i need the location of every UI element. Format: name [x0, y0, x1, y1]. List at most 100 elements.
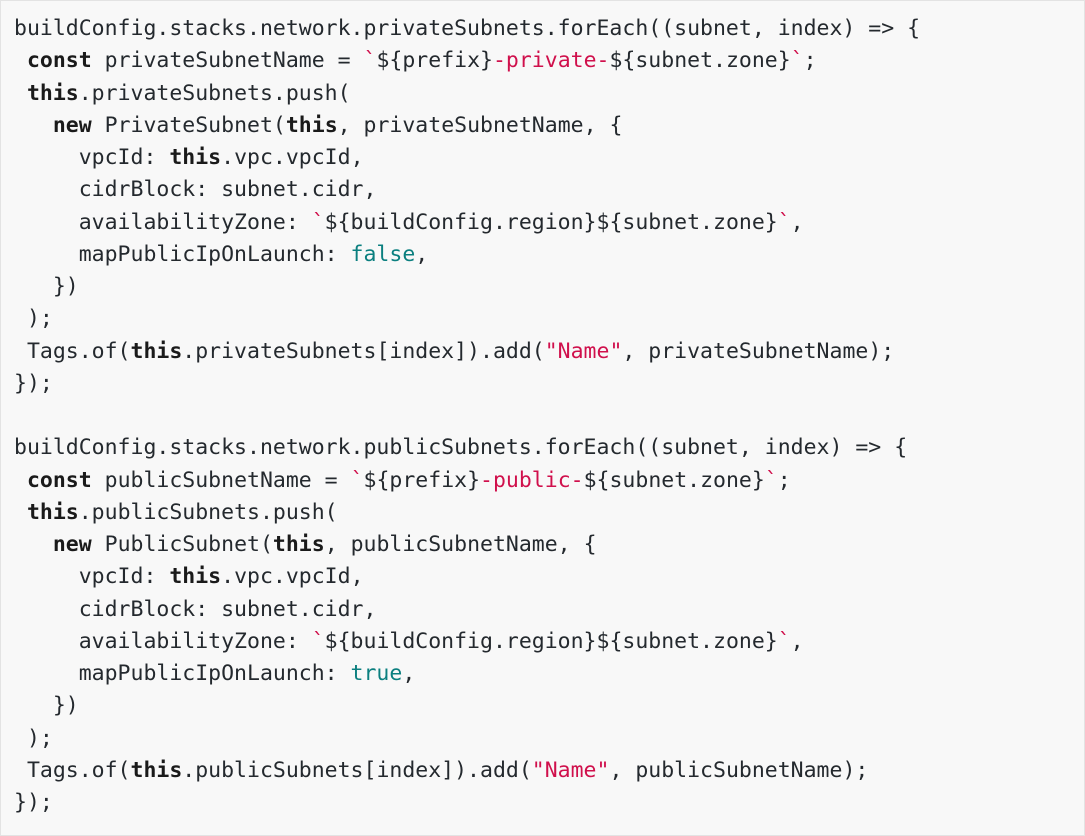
code-text: availabilityZone:: [14, 628, 312, 654]
code-string: -public-: [480, 467, 584, 493]
code-keyword: this: [285, 112, 338, 138]
code-keyword: const: [26, 467, 92, 493]
code-text: ;: [777, 467, 791, 493]
code-string: "Name": [531, 757, 610, 783]
code-line: Tags.of(this.privateSubnets[index]).add(…: [14, 336, 1084, 368]
code-line: Tags.of(this.publicSubnets[index]).add("…: [14, 755, 1084, 787]
code-text: ;: [803, 48, 817, 74]
code-text: publicSubnetName =: [91, 467, 351, 493]
code-text: .vpc.vpcId,: [221, 564, 364, 590]
code-line: vpcId: this.vpc.vpcId,: [14, 142, 1084, 174]
code-keyword: this: [169, 564, 222, 590]
code-text: mapPublicIpOnLaunch:: [14, 661, 351, 686]
code-string: `: [363, 48, 377, 74]
code-text: ${prefix}: [376, 48, 493, 74]
code-text: [14, 532, 53, 557]
code-text: PublicSubnet(: [91, 532, 273, 557]
code-text: ${subnet.zone}: [583, 467, 765, 493]
code-text: .publicSubnets.push(: [78, 499, 338, 525]
code-line: new PrivateSubnet(this, privateSubnetNam…: [14, 110, 1084, 142]
code-line: mapPublicIpOnLaunch: true,: [14, 658, 1084, 690]
code-string: `: [790, 48, 804, 74]
code-line: const privateSubnetName = `${prefix}-pri…: [14, 45, 1084, 77]
code-text: , privateSubnetName);: [622, 338, 895, 364]
code-text: cidrBlock: subnet.cidr,: [14, 596, 377, 622]
code-keyword: new: [52, 532, 92, 557]
code-text: }): [14, 274, 79, 299]
code-text: [14, 500, 27, 525]
code-boolean: true: [350, 661, 403, 686]
code-keyword: this: [130, 338, 183, 364]
code-text: ${subnet.zone}: [609, 48, 791, 74]
code-text: ${buildConfig.region}${subnet.zone}: [324, 209, 778, 235]
code-line: new PublicSubnet(this, publicSubnetName,…: [14, 529, 1084, 561]
code-keyword: this: [130, 757, 183, 783]
code-text: vpcId:: [14, 564, 170, 590]
code-line: this.privateSubnets.push(: [14, 78, 1084, 110]
code-text: ,: [415, 241, 429, 267]
code-line: vpcId: this.vpc.vpcId,: [14, 561, 1084, 593]
code-text: .privateSubnets[index]).add(: [182, 338, 545, 364]
code-string: `: [350, 467, 364, 493]
code-text: });: [14, 370, 53, 396]
code-text: );: [14, 725, 53, 751]
code-text: cidrBlock: subnet.cidr,: [14, 177, 377, 203]
code-line: mapPublicIpOnLaunch: false,: [14, 239, 1084, 271]
code-line: }): [14, 690, 1084, 722]
code-text: .vpc.vpcId,: [221, 145, 364, 170]
code-text: Tags.of(: [14, 757, 131, 783]
code-text: .privateSubnets.push(: [78, 80, 351, 106]
code-text: [14, 81, 27, 106]
code-line: cidrBlock: subnet.cidr,: [14, 594, 1084, 626]
code-string: "Name": [544, 338, 623, 364]
code-string: -private-: [492, 48, 610, 74]
code-line: });: [14, 368, 1084, 400]
code-text: ,: [790, 209, 804, 235]
code-line: buildConfig.stacks.network.publicSubnets…: [14, 432, 1084, 464]
code-text: mapPublicIpOnLaunch:: [14, 241, 351, 267]
code-text: ,: [790, 628, 804, 654]
code-text: buildConfig.stacks.network.publicSubnets…: [14, 435, 908, 461]
code-text: );: [14, 306, 53, 332]
code-line: availabilityZone: `${buildConfig.region}…: [14, 207, 1084, 239]
code-text: });: [14, 790, 53, 815]
code-text: ${buildConfig.region}${subnet.zone}: [324, 628, 778, 654]
code-boolean: false: [350, 241, 416, 267]
code-line: const publicSubnetName = `${prefix}-publ…: [14, 465, 1084, 497]
code-keyword: const: [26, 48, 92, 74]
code-text: , privateSubnetName, {: [337, 112, 623, 138]
code-line: );: [14, 303, 1084, 335]
code-line: }): [14, 271, 1084, 303]
code-text: [14, 113, 53, 138]
code-line: this.publicSubnets.push(: [14, 497, 1084, 529]
code-text: Tags.of(: [14, 338, 131, 364]
code-string: `: [777, 628, 791, 654]
code-text: vpcId:: [14, 145, 170, 170]
code-text: , publicSubnetName, {: [324, 532, 597, 557]
code-line: [14, 400, 1084, 432]
code-line: cidrBlock: subnet.cidr,: [14, 174, 1084, 206]
code-line: );: [14, 723, 1084, 755]
code-line: });: [14, 787, 1084, 819]
code-text: [14, 468, 27, 493]
code-text: availabilityZone:: [14, 209, 312, 235]
code-keyword: new: [52, 112, 92, 138]
code-string: `: [764, 467, 778, 493]
code-text: .publicSubnets[index]).add(: [182, 757, 532, 783]
code-text: buildConfig.stacks.network.privateSubnet…: [14, 16, 921, 41]
code-string: `: [311, 628, 325, 654]
code-text: privateSubnetName =: [91, 48, 364, 74]
code-keyword: this: [169, 145, 222, 170]
code-text: }): [14, 693, 79, 719]
code-keyword: this: [26, 80, 79, 106]
code-keyword: this: [272, 532, 325, 557]
code-text: PrivateSubnet(: [91, 112, 286, 138]
code-text: ,: [402, 661, 416, 686]
code-text: , publicSubnetName);: [609, 757, 869, 783]
code-text: ${prefix}: [363, 467, 481, 493]
code-text: [14, 48, 27, 73]
code-line: availabilityZone: `${buildConfig.region}…: [14, 626, 1084, 658]
code-string: `: [311, 209, 325, 235]
code-string: `: [777, 209, 791, 235]
